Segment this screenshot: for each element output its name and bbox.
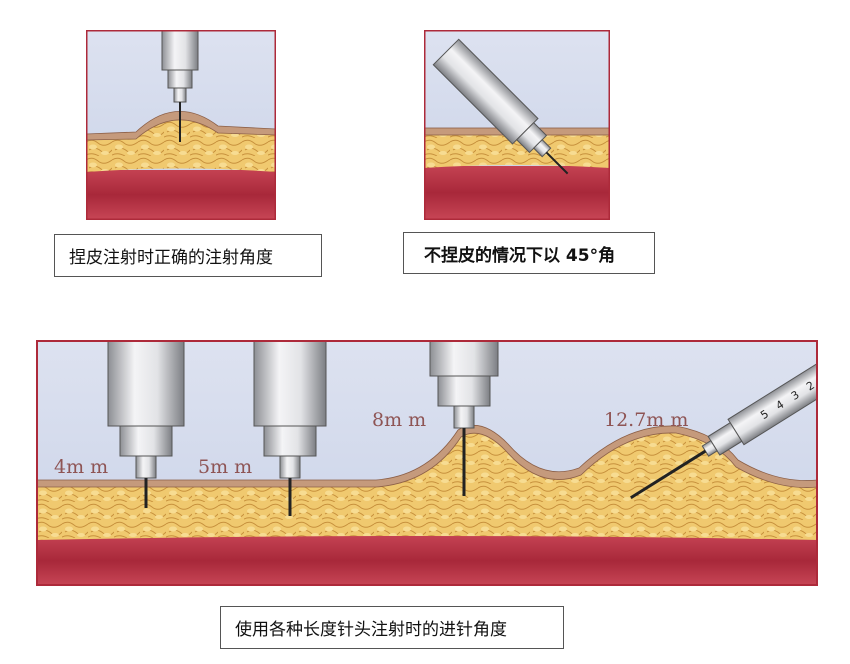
skin-layer	[86, 111, 276, 141]
caption-needle-lengths: 使用各种长度针头注射时的进针角度	[220, 606, 564, 649]
fat-layer	[36, 431, 818, 540]
panel-needle-lengths: 5 4 3 2 1 4m m 5m m 8m m 12.7m m	[36, 340, 818, 586]
syringe	[432, 38, 569, 175]
skin-layer	[36, 425, 818, 488]
caption-no-pinch-45: 不捏皮的情况下以 45°角	[403, 232, 655, 274]
fat-layer	[86, 116, 276, 172]
label-12-7mm: 12.7m m	[604, 409, 688, 431]
muscle-layer	[424, 166, 610, 220]
caption-text: 不捏皮的情况下以 45°角	[424, 245, 616, 266]
muscle-layer	[86, 170, 276, 220]
label-4mm: 4m m	[54, 456, 108, 478]
caption-text: 捏皮注射时正确的注射角度	[69, 248, 273, 268]
label-5mm: 5m m	[198, 456, 252, 478]
label-8mm: 8m m	[372, 409, 426, 431]
syringe-8mm	[429, 340, 499, 496]
needle	[545, 151, 569, 175]
panel-pinch-injection	[86, 30, 276, 220]
caption-text: 使用各种长度针头注射时的进针角度	[235, 620, 507, 640]
syringe-12-7mm: 5 4 3 2 1	[630, 348, 818, 499]
syringe	[161, 30, 199, 142]
fat-layer	[424, 134, 610, 168]
caption-pinch-correct: 捏皮注射时正确的注射角度	[54, 234, 322, 277]
muscle-layer	[36, 536, 818, 586]
syringe-5mm	[253, 340, 327, 516]
syringe-4mm	[107, 340, 185, 508]
needle	[630, 449, 707, 499]
panel-45-degree-injection	[424, 30, 610, 220]
